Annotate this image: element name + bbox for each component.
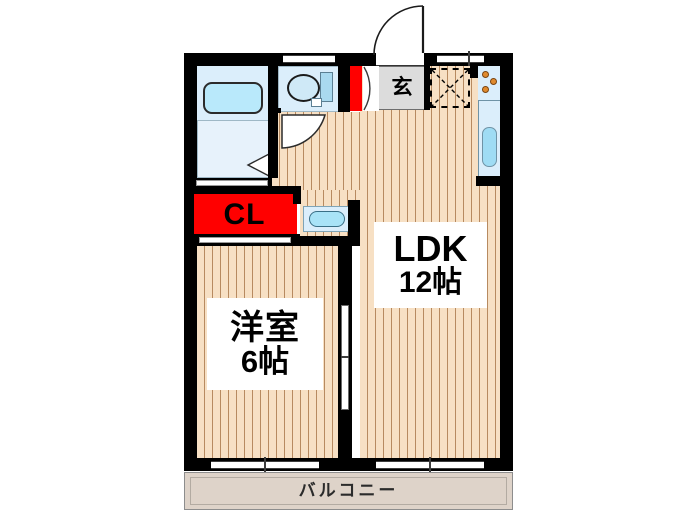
balcony-area <box>184 472 513 510</box>
entrance-door-swing <box>372 4 434 56</box>
wall-kitchen-bottom <box>476 176 500 186</box>
ldk-label-plate <box>374 222 487 308</box>
entrance-door-opening <box>376 53 424 66</box>
closet-label: CL <box>192 194 297 236</box>
bedroom-size-text: 6帖 <box>240 343 290 379</box>
washroom-door <box>246 152 272 178</box>
wall-toilet-bottom <box>278 108 281 113</box>
balcony-label: バルコニー <box>184 476 513 506</box>
closet-label-text: CL <box>223 197 266 231</box>
gas-stove-panel <box>478 66 500 101</box>
toilet-flush-handle <box>311 98 322 107</box>
wall-basin-right <box>348 200 360 246</box>
genkan-label: 玄 <box>378 70 426 106</box>
stove-burner-1 <box>482 71 489 78</box>
bedroom-label: 洋室 6帖 <box>207 298 323 390</box>
wall-washroom-right <box>268 66 278 178</box>
entrance-storage-marker <box>350 66 362 111</box>
wall-kitchen-left <box>470 66 478 78</box>
kitchen-sink-bowl <box>482 127 497 167</box>
balcony-inner-outline <box>190 477 507 505</box>
window-bathroom <box>283 55 335 63</box>
wall-bedroom-ldk-top <box>297 236 352 246</box>
sliding-door-bedroom-mullion <box>264 457 266 472</box>
wall-top <box>184 53 513 66</box>
shoe-cabinet <box>430 68 470 108</box>
balcony-label-text: バルコニー <box>298 481 399 501</box>
toilet-tank <box>320 72 333 102</box>
ldk-label: LDK 12帖 <box>374 222 487 308</box>
toilet-door-swing-overlay <box>281 114 329 162</box>
shoe-cabinet-cross <box>430 68 470 108</box>
bedroom-sliding-door-mullion <box>341 356 349 358</box>
stove-burner-2 <box>490 78 497 85</box>
wall-toilet-right <box>338 66 350 112</box>
stove-burner-3 <box>482 86 489 93</box>
wall-left <box>184 53 197 471</box>
bathtub <box>203 82 263 114</box>
wall-genkan-right <box>424 66 430 110</box>
bedroom-name-text: 洋室 <box>230 308 300 347</box>
wall-closet-right <box>293 186 301 204</box>
window-kitchen <box>437 55 484 63</box>
window-kitchen-mullion <box>468 51 470 66</box>
wall-closet-top <box>184 186 300 194</box>
closet-door-line <box>199 237 291 243</box>
bedroom-label-plate <box>207 298 323 390</box>
sliding-door-ldk-mullion <box>429 457 431 472</box>
genkan-label-text: 玄 <box>391 76 413 100</box>
ldk-size-text: 12帖 <box>398 266 463 300</box>
wall-closet-left <box>184 186 194 244</box>
closet-shelf-line <box>196 180 268 186</box>
genkan-inner-door <box>363 66 379 111</box>
toilet-bowl <box>287 74 320 102</box>
genkan-inner-door-swing <box>363 66 380 111</box>
ldk-name-text: LDK <box>393 228 468 270</box>
closet-cl[interactable] <box>192 192 297 237</box>
wall-right <box>500 53 513 471</box>
wash-basin <box>309 211 345 227</box>
